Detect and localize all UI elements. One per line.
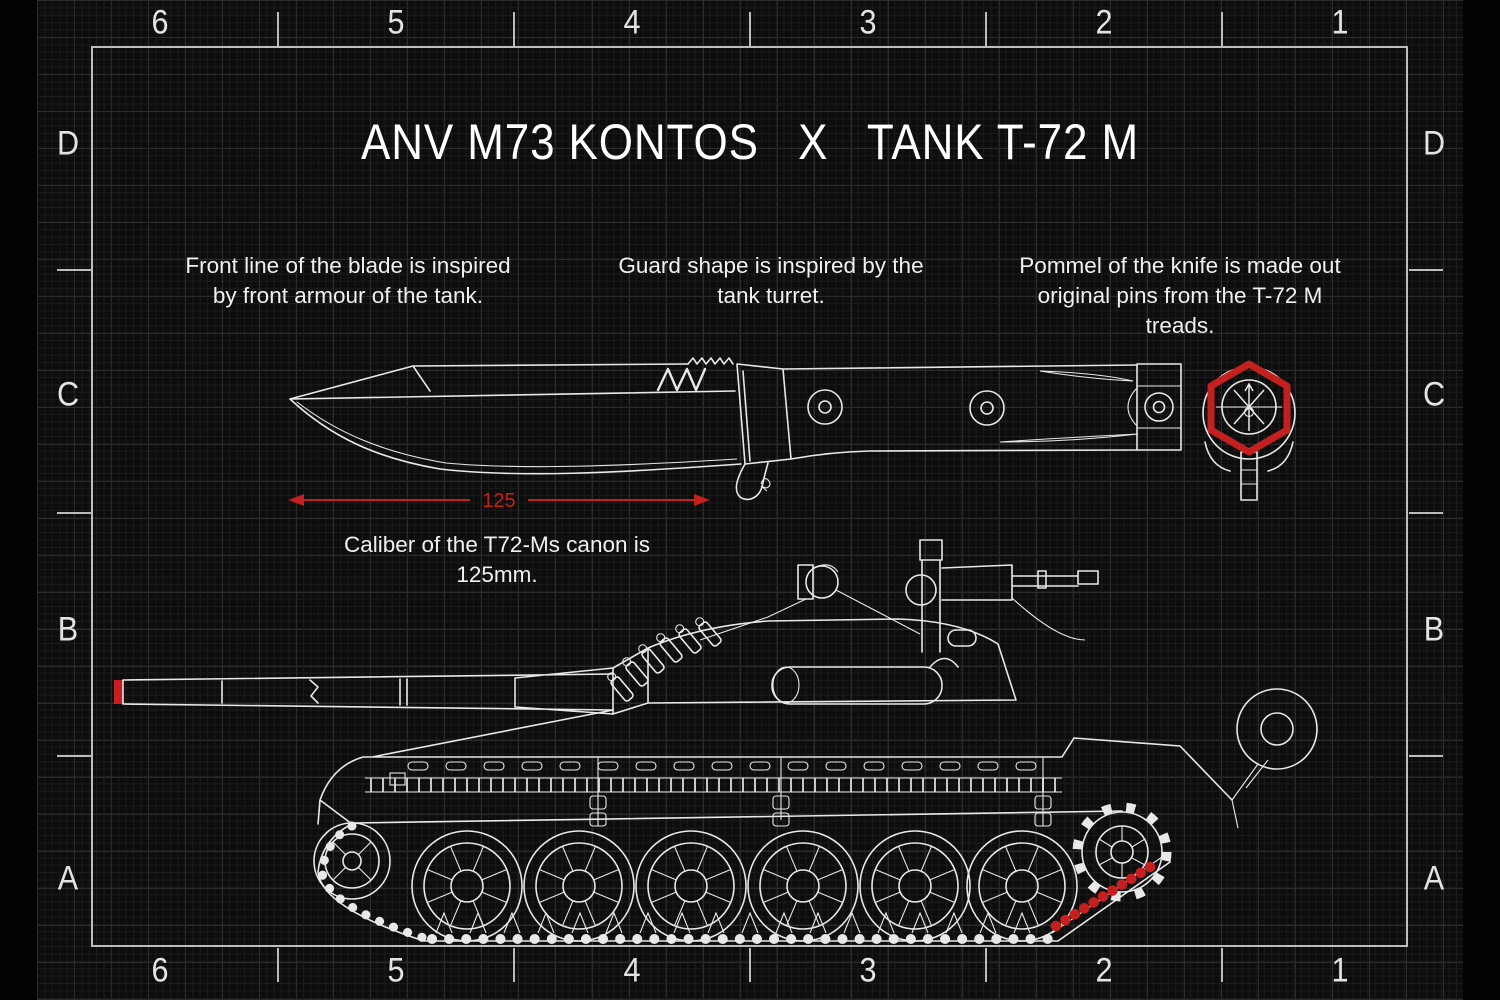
annotation-line: 125mm. — [456, 562, 538, 587]
frame-tick — [1409, 512, 1443, 514]
grid-col-label: 6 — [151, 3, 169, 42]
grid-row-label: B — [57, 610, 79, 649]
knife-drawing — [289, 357, 1182, 501]
tank-drawing — [114, 539, 1318, 944]
annotation-line: Caliber of the T72-Ms canon is — [344, 532, 650, 557]
annotation-line: original pins from the T-72 M — [1037, 283, 1323, 308]
frame-tick — [513, 948, 515, 982]
frame-tick — [277, 12, 279, 46]
pommel-highlight-hexagon — [1207, 360, 1291, 456]
dimension-value: 125 — [482, 490, 515, 512]
dimension-125: 125 — [288, 490, 710, 512]
pommel-detail-drawing — [1202, 360, 1296, 501]
annotation-guard: Guard shape is inspired by the tank turr… — [618, 251, 923, 311]
frame-tick — [513, 12, 515, 46]
grid-row-label: D — [1422, 124, 1446, 163]
grid-row-label: A — [57, 859, 79, 898]
grid-col-label: 6 — [151, 951, 169, 990]
annotation-pommel: Pommel of the knife is made out original… — [1019, 251, 1340, 341]
blueprint-grid — [37, 0, 1463, 1000]
grid-col-label: 2 — [1095, 3, 1113, 42]
frame-tick — [1221, 12, 1223, 46]
tread-pins-highlight — [1050, 856, 1164, 932]
grid-col-label: 5 — [387, 951, 405, 990]
grid-col-label: 1 — [1331, 951, 1349, 990]
frame-tick — [57, 755, 91, 757]
grid-col-label: 5 — [387, 3, 405, 42]
frame-tick — [749, 948, 751, 982]
annotation-line: tank turret. — [717, 283, 825, 308]
grid-row-label: A — [1423, 859, 1445, 898]
annotation-caliber: Caliber of the T72-Ms canon is 125mm. — [344, 530, 650, 590]
annotation-line: Front line of the blade is inspired — [185, 253, 511, 278]
page-title: ANV M73 KONTOS X TANK T-72 M — [360, 114, 1140, 170]
frame-tick — [749, 12, 751, 46]
grid-col-label: 1 — [1331, 3, 1349, 42]
frame-tick — [985, 12, 987, 46]
drawing-frame — [91, 46, 1408, 947]
grid-row-label: B — [1423, 610, 1445, 649]
annotation-line: treads. — [1145, 313, 1215, 338]
grid-col-label: 4 — [623, 951, 641, 990]
annotation-line: Pommel of the knife is made out — [1019, 253, 1341, 278]
grid-col-label: 2 — [1095, 951, 1113, 990]
grid-col-label: 3 — [859, 3, 877, 42]
annotation-line: Guard shape is inspired by the — [618, 253, 924, 278]
annotation-line: by front armour of the tank. — [212, 283, 484, 308]
grid-col-label: 4 — [623, 3, 641, 42]
frame-tick — [1221, 948, 1223, 982]
grid-row-label: C — [1422, 375, 1446, 414]
grid-row-label: C — [56, 375, 80, 414]
frame-tick — [57, 512, 91, 514]
frame-tick — [57, 269, 91, 271]
frame-tick — [277, 948, 279, 982]
frame-tick — [985, 948, 987, 982]
frame-tick — [1409, 755, 1443, 757]
grid-row-label: D — [56, 124, 80, 163]
grid-col-label: 3 — [859, 951, 877, 990]
annotation-blade: Front line of the blade is inspired by f… — [185, 251, 510, 311]
frame-tick — [1409, 269, 1443, 271]
muzzle-highlight — [114, 680, 123, 704]
